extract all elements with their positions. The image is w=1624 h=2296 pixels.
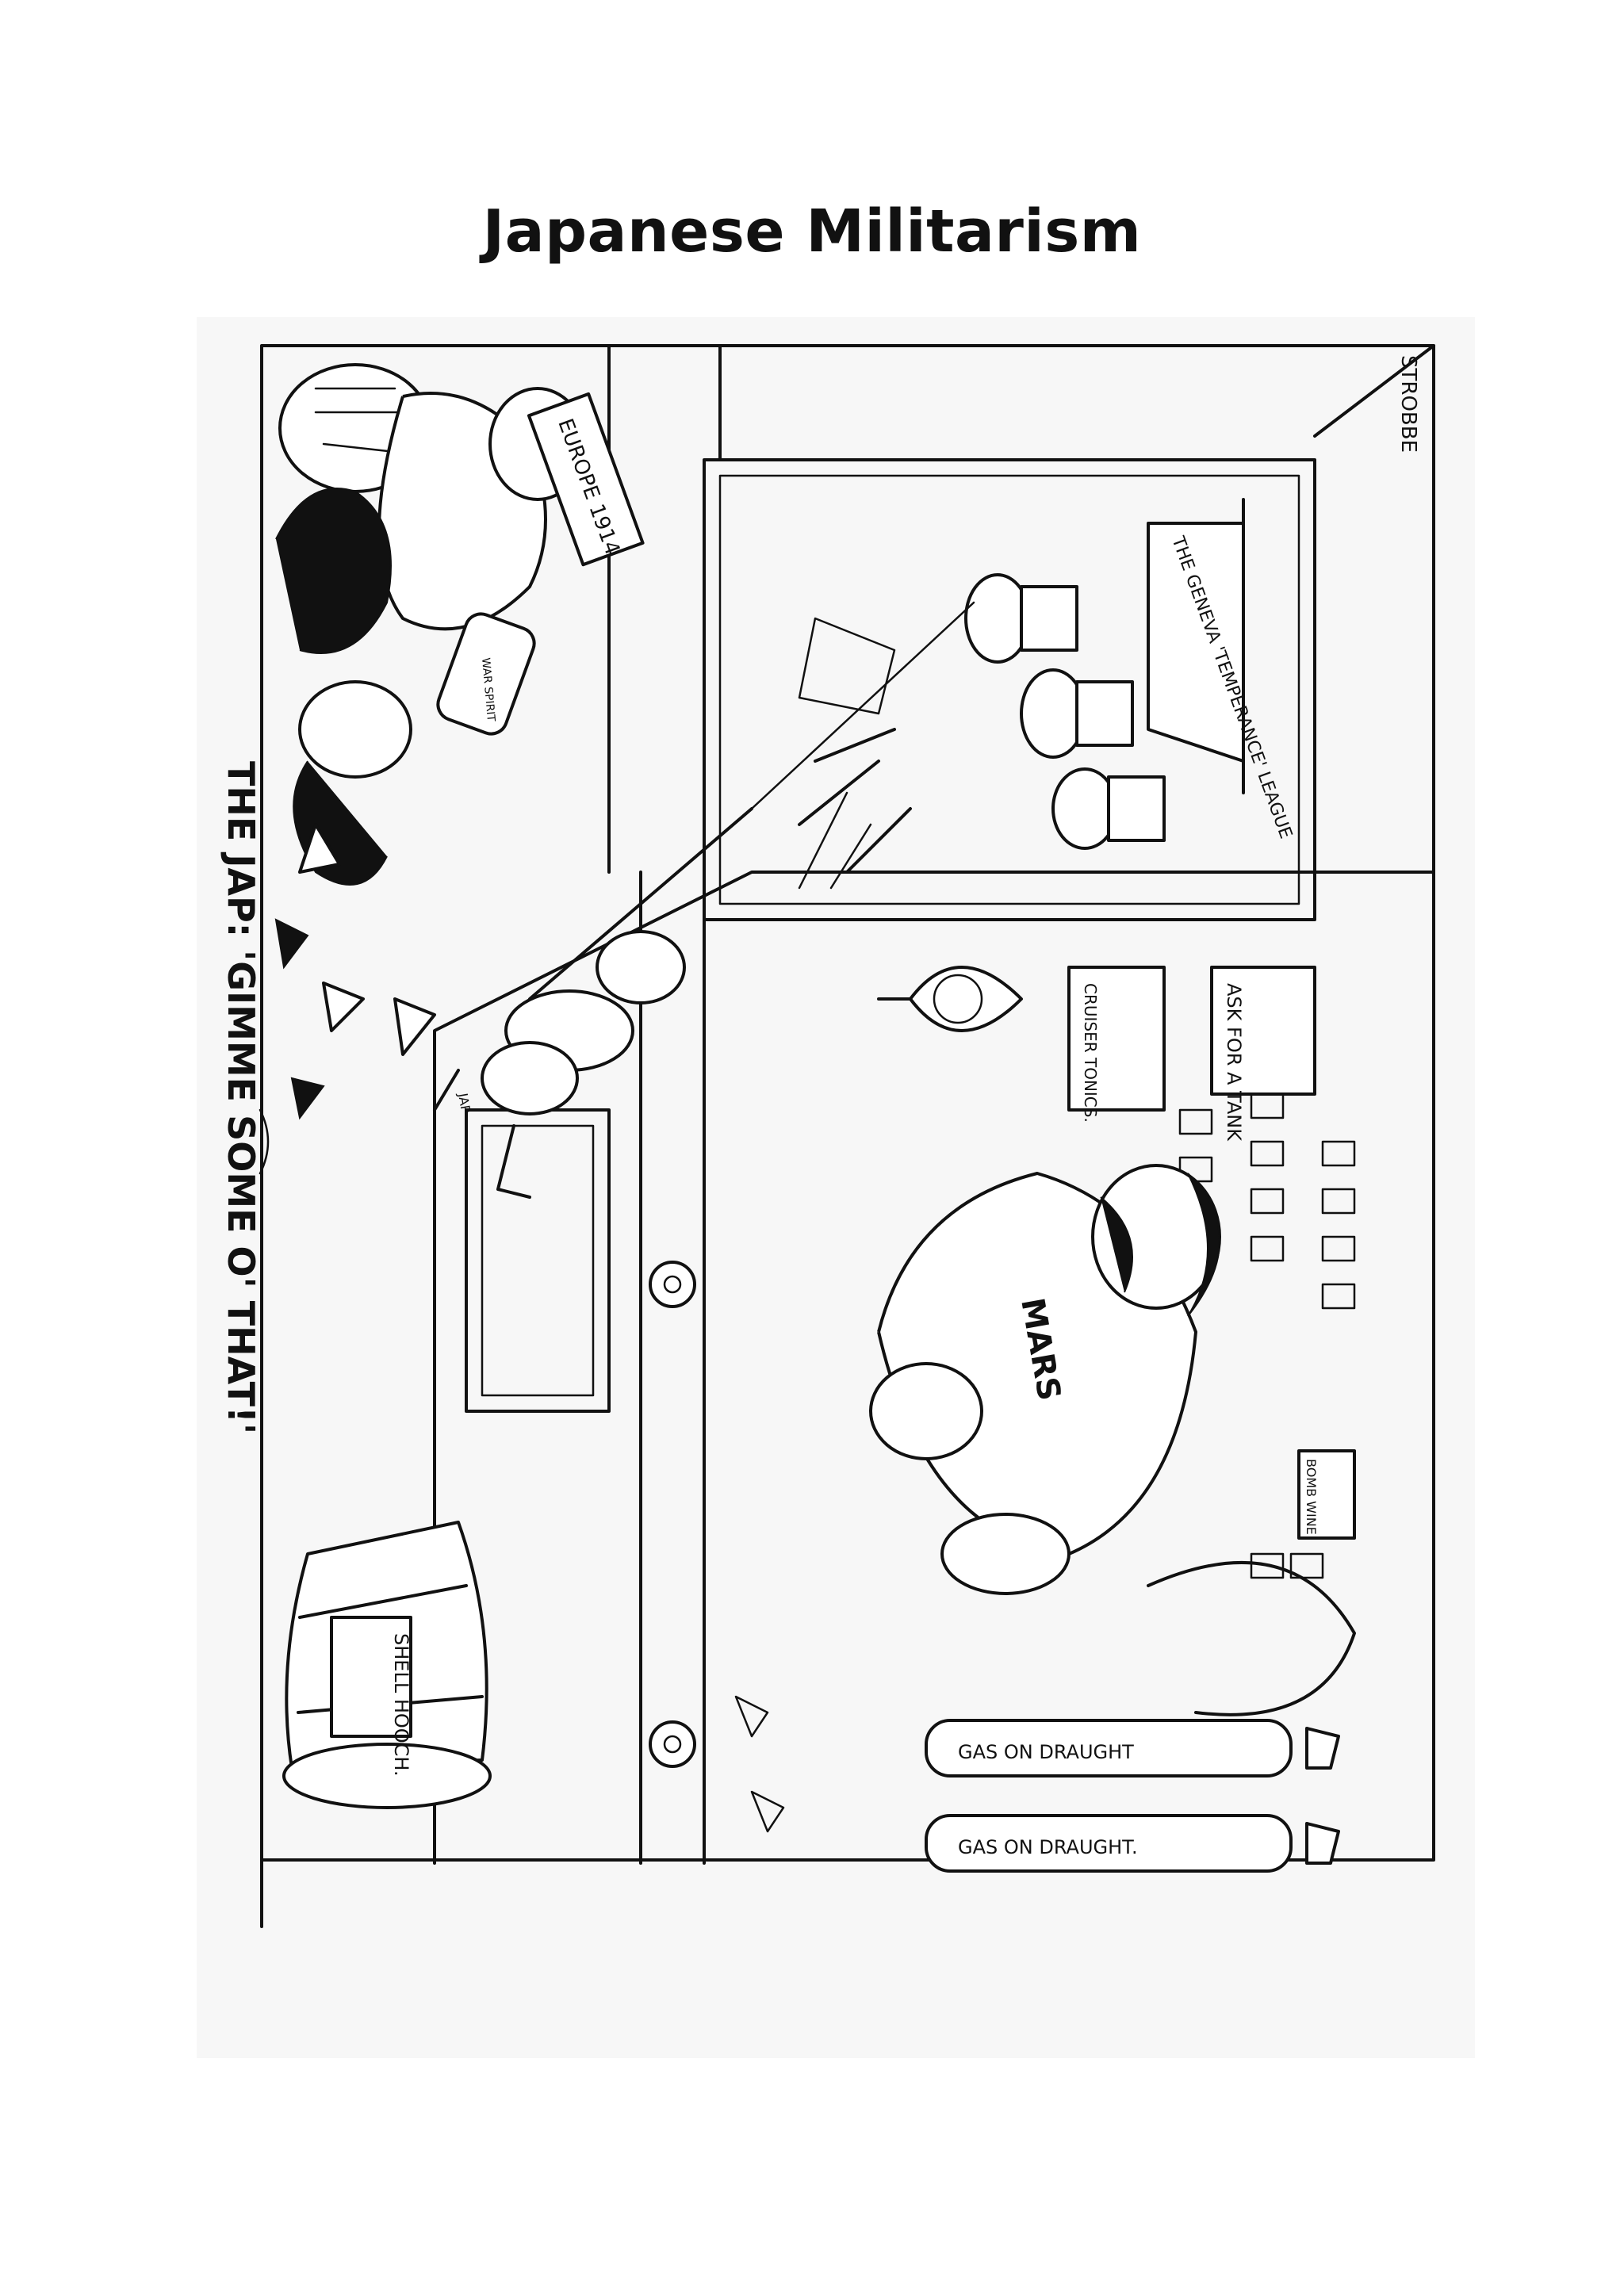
bomb-wine-label: BOMB WINE [1304, 1459, 1319, 1535]
broken-glass-debris [259, 823, 436, 1175]
gas-valve-2 [1305, 1822, 1340, 1865]
war-spirit-bottle: WAR SPIRIT [479, 657, 497, 722]
gas-cylinder-2-text: GAS ON DRAUGHT. [958, 1836, 1138, 1858]
gas-cylinder-2 [925, 1814, 1293, 1873]
japanese-soldier [433, 601, 975, 1199]
window-perspective [1313, 344, 1435, 438]
globe-dome [877, 966, 1023, 1032]
shell-hooch-label: SHELL HOOCH. [390, 1633, 412, 1777]
gas-cylinder-1 [925, 1719, 1293, 1777]
bomb-wine-sign [1297, 1449, 1356, 1540]
ask-tank-sign [1210, 966, 1316, 1096]
mars-bartender [869, 1164, 1221, 1595]
window-frame [703, 458, 1316, 921]
jap-flag-label: JAP [455, 1091, 473, 1114]
window-inner [718, 474, 1300, 905]
shelf-bottles [1178, 1093, 1356, 1579]
cruiser-tonics-text: CRUISER TONICS. [1081, 983, 1100, 1123]
cartoon-caption: THE JAP: 'GIMME SOME O' THAT!' [220, 761, 262, 1434]
cruiser-tonics-sign [1067, 966, 1166, 1112]
page-title: Japanese Militarism [482, 197, 1142, 266]
bar-knob-1 [649, 1261, 696, 1308]
wine-glasses [734, 1695, 785, 1833]
shell-hooch-text: SHELL HOOCH. [390, 1633, 412, 1777]
bar-knob-2 [649, 1720, 696, 1768]
bar-counter-outline [433, 871, 912, 1865]
bomb-wine-text: BOMB WINE [1304, 1459, 1319, 1535]
bar-panel-1-inner [481, 1124, 595, 1397]
temperance-league-figures [798, 573, 1166, 890]
ask-tank-text: ASK FOR A TANK [1223, 983, 1245, 1142]
bar-panel-1 [465, 1108, 611, 1413]
bottle-label: WAR SPIRIT [479, 657, 497, 722]
gas-draught-1-label: GAS ON DRAUGHT [958, 1741, 1134, 1763]
shell-hooch-barrel [282, 1521, 492, 1809]
bomb-wine-round [1147, 1560, 1356, 1716]
drawing-border [260, 344, 1435, 1862]
ask-tank-label: ASK FOR A TANK [1223, 983, 1245, 1142]
cartoon-drawing: THE JAP: 'GIMME SOME O' THAT!' STROBBE [220, 344, 1435, 1928]
cartoon-image: THE JAP: 'GIMME SOME O' THAT!' STROBBE [197, 317, 1475, 2058]
gas-cylinder-1-text: GAS ON DRAUGHT [958, 1741, 1134, 1763]
jap-flag-text: JAP [455, 1091, 473, 1114]
caption-group: THE JAP: 'GIMME SOME O' THAT!' [220, 761, 262, 1434]
cruiser-tonics-label: CRUISER TONICS. [1081, 983, 1100, 1123]
gas-valve-1 [1305, 1727, 1340, 1770]
gas-draught-2-label: GAS ON DRAUGHT. [958, 1836, 1138, 1858]
